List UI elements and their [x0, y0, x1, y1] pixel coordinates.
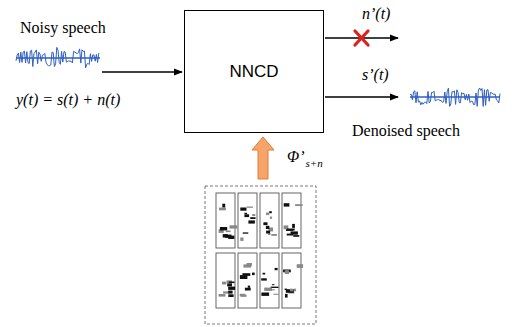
spectrogram-blob — [293, 235, 299, 237]
spectrogram-blob — [248, 220, 255, 223]
spectrogram-blob — [294, 289, 296, 292]
waveform — [410, 88, 500, 106]
speech-arrow — [325, 96, 398, 97]
spectrogram-blob — [228, 287, 235, 290]
spectrogram-blob — [266, 213, 269, 216]
spectrogram-blob — [248, 286, 250, 288]
speech-output: s’(t) — [362, 67, 389, 83]
spectrogram-patch — [260, 193, 279, 248]
spectrogram-blob — [287, 229, 295, 231]
spectrogram-blob — [275, 268, 278, 270]
spectrogram-blob — [242, 273, 250, 276]
spectrogram-patch — [238, 193, 257, 248]
spectrogram-blob — [261, 293, 269, 296]
spectrogram-blob — [270, 217, 272, 219]
spectrogram-patch — [216, 253, 235, 308]
spectrogram-blob — [227, 284, 232, 287]
feature-subscript: s+n — [306, 158, 323, 169]
box-label: NNCD — [229, 62, 278, 82]
spectrogram-blob — [247, 263, 252, 266]
spectrogram-blob — [252, 214, 255, 216]
spectrogram-blob — [252, 273, 255, 276]
spectrogram-blob — [285, 270, 289, 274]
spectrogram-blob — [273, 294, 278, 295]
spectrogram-blob — [271, 234, 277, 236]
spectrogram-blob — [240, 294, 246, 296]
spectrogram-blob — [295, 204, 303, 206]
spectrogram-patch — [282, 253, 301, 308]
spectrogram-blob — [284, 203, 290, 206]
spectrogram-blob — [219, 294, 226, 297]
spectrogram-blob — [266, 231, 270, 234]
spectrogram-blob — [269, 211, 272, 213]
signal-equation: y(t) = s(t) + n(t) — [16, 92, 120, 108]
spectrogram-blob — [226, 231, 231, 233]
spectrogram-blob — [219, 208, 226, 211]
spectrogram-blob — [291, 231, 298, 234]
waveform-axis — [410, 96, 500, 97]
spectrogram-blob — [244, 214, 249, 217]
spectrogram-blob — [220, 227, 227, 230]
spectrogram-patch — [238, 253, 257, 308]
feature-arrow — [252, 137, 274, 179]
output-caption: Denoised speech — [352, 123, 460, 139]
process-box: NNCD — [184, 10, 324, 133]
spectrogram-blob — [285, 289, 287, 290]
spectrogram-blob — [272, 284, 275, 285]
spectrogram-blob — [240, 208, 246, 211]
spectrogram-blob — [245, 288, 251, 291]
spectrogram-blob — [250, 217, 255, 219]
spectrogram-blob — [263, 222, 267, 225]
reject-cross — [355, 31, 368, 45]
spectrogram-blob — [290, 289, 293, 292]
spectrogram-blob — [263, 273, 266, 275]
spectrogram-patch — [216, 193, 235, 248]
noise-output: n’(t) — [362, 6, 390, 22]
spectrogram-blob — [244, 213, 247, 214]
spectrogram-blob — [228, 294, 233, 297]
spectrogram-blob — [228, 291, 232, 294]
feature-symbol: Φ’ — [287, 149, 305, 165]
spectrogram-patch — [260, 253, 279, 308]
spectrogram-blob — [243, 232, 249, 233]
spectrogram-patches — [216, 193, 303, 308]
spectrogram-blob — [292, 224, 295, 228]
input-arrow — [102, 71, 182, 72]
spectrogram-blob — [285, 294, 288, 298]
spectrogram-blob — [297, 264, 303, 268]
spectrogram-blob — [230, 225, 238, 228]
spectrogram-blob — [266, 226, 270, 229]
spectrogram-blob — [222, 204, 225, 208]
input-caption: Noisy speech — [20, 20, 106, 36]
spectrogram-blob — [247, 207, 253, 208]
spectrogram-blob — [222, 282, 226, 285]
waveform-axis — [16, 57, 100, 58]
feature-frame — [205, 186, 316, 324]
spectrogram-blob — [228, 236, 234, 239]
spectrogram-blob — [286, 289, 294, 293]
spectrogram-blob — [264, 288, 272, 291]
spectrogram-patch — [282, 193, 301, 248]
spectrogram-blob — [240, 238, 243, 241]
spectrogram-blob — [229, 282, 235, 284]
spectrogram-blob — [261, 278, 267, 280]
